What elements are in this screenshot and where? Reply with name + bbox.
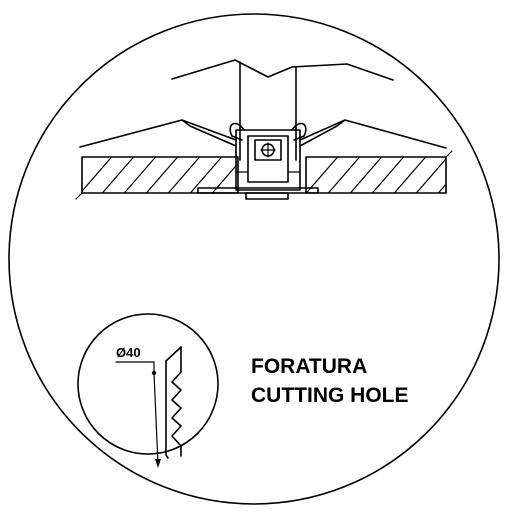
bottom-cap: [245, 192, 289, 200]
ceiling-board-left: [81, 156, 239, 194]
spring-wing-left: [79, 119, 237, 148]
detail-circle: [8, 13, 500, 505]
clip-left: [229, 122, 245, 141]
label-foratura: FORATURA: [251, 355, 367, 378]
label-cutting-hole: CUTTING HOLE: [251, 384, 409, 407]
inset-circle: [77, 313, 219, 455]
bolt-nut: [254, 139, 282, 161]
saw-teeth: [171, 371, 182, 457]
spring-wing-right: [299, 119, 447, 149]
mounting-bracket: [235, 129, 301, 191]
clip-right: [291, 122, 307, 141]
ceiling-board-right: [305, 156, 447, 194]
diameter-label: Ø40: [116, 345, 141, 360]
dimension-leader: [115, 361, 155, 373]
duct-break-line: [171, 59, 394, 81]
saw-blade: [165, 346, 182, 459]
